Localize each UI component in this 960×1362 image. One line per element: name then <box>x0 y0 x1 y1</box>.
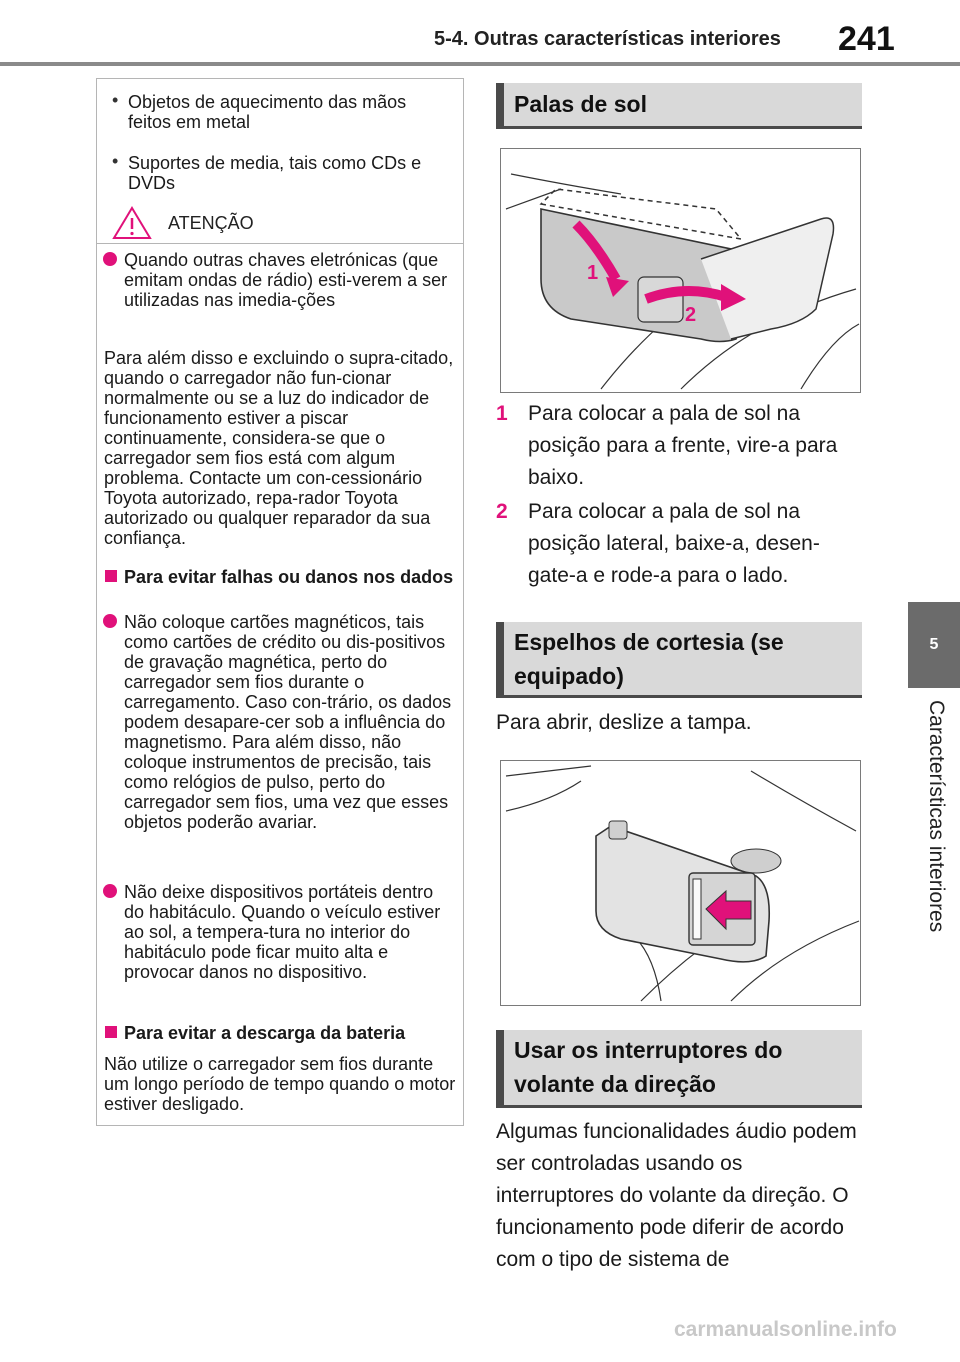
list-bullet-icon <box>103 252 117 266</box>
section-heading-vanity-mirrors: Espelhos de cortesia (se equipado) <box>496 622 862 698</box>
page-number: 241 <box>838 20 895 58</box>
callout-2: 2 <box>685 304 696 326</box>
chapter-tab-title: Características interiores <box>925 700 948 933</box>
section-body: Algumas funcionalidades áudio podem ser … <box>496 1120 857 1271</box>
attention-label: ATENÇÃO <box>168 213 254 233</box>
list-item: Quando outras chaves eletrónicas (que em… <box>124 250 448 310</box>
section-heading-text: Usar os interruptores do <box>514 1037 783 1063</box>
bullet-marker: • <box>112 90 119 110</box>
subheading: Para evitar falhas ou danos nos dados <box>124 567 454 587</box>
warning-box <box>96 78 464 1126</box>
paragraph: Não utilize o carregador sem fios durant… <box>104 1054 456 1114</box>
section-heading-steering-switches: Usar os interruptores do volante da dire… <box>496 1030 862 1108</box>
list-bullet-icon <box>103 884 117 898</box>
vanity-mirror-illustration <box>500 760 861 1006</box>
section-heading-text: volante da direção <box>514 1071 716 1097</box>
subheading: Para evitar a descarga da bateria <box>124 1023 406 1043</box>
sun-visor-drawing: 1 2 <box>505 173 860 390</box>
list-item: Não deixe dispositivos portáteis dentro … <box>124 882 441 982</box>
watermark: carmanualsonline.info <box>674 1318 897 1341</box>
bullet-marker: • <box>112 151 119 171</box>
list-item: Não coloque cartões magnéticos, tais com… <box>124 612 452 832</box>
section-heading-sun-visors: Palas de sol <box>496 83 862 129</box>
list-bullet-icon <box>103 614 117 628</box>
chapter-tab-number: 5 <box>908 602 960 688</box>
header-rule <box>0 62 960 66</box>
section-heading-text: Palas de sol <box>514 91 647 117</box>
warning-triangle-icon <box>112 206 152 239</box>
section-title: 5-4. Outras características interiores <box>434 28 781 50</box>
paragraph: Para além disso e excluindo o supra-cita… <box>104 348 454 548</box>
vanity-mirror-drawing <box>505 765 860 1002</box>
bullet-item: Suportes de media, tais como CDs e DVDs <box>128 153 422 193</box>
step-number: 1 <box>496 402 508 425</box>
section-marker-icon <box>105 570 117 582</box>
step-text: Para colocar a pala de sol na posição la… <box>528 500 820 587</box>
section-heading-text: Espelhos de cortesia (se <box>514 629 784 655</box>
section-heading-text: equipado) <box>514 663 624 689</box>
step-number: 2 <box>496 500 508 523</box>
callout-1: 1 <box>587 262 598 284</box>
bullet-item: Objetos de aquecimento das mãos feitos e… <box>128 92 407 132</box>
section-body: Para abrir, deslize a tampa. <box>496 711 752 734</box>
warning-divider <box>96 243 464 244</box>
section-marker-icon <box>105 1026 117 1038</box>
step-text: Para colocar a pala de sol na posição pa… <box>528 402 838 489</box>
sun-visor-illustration: 1 2 <box>500 148 861 393</box>
